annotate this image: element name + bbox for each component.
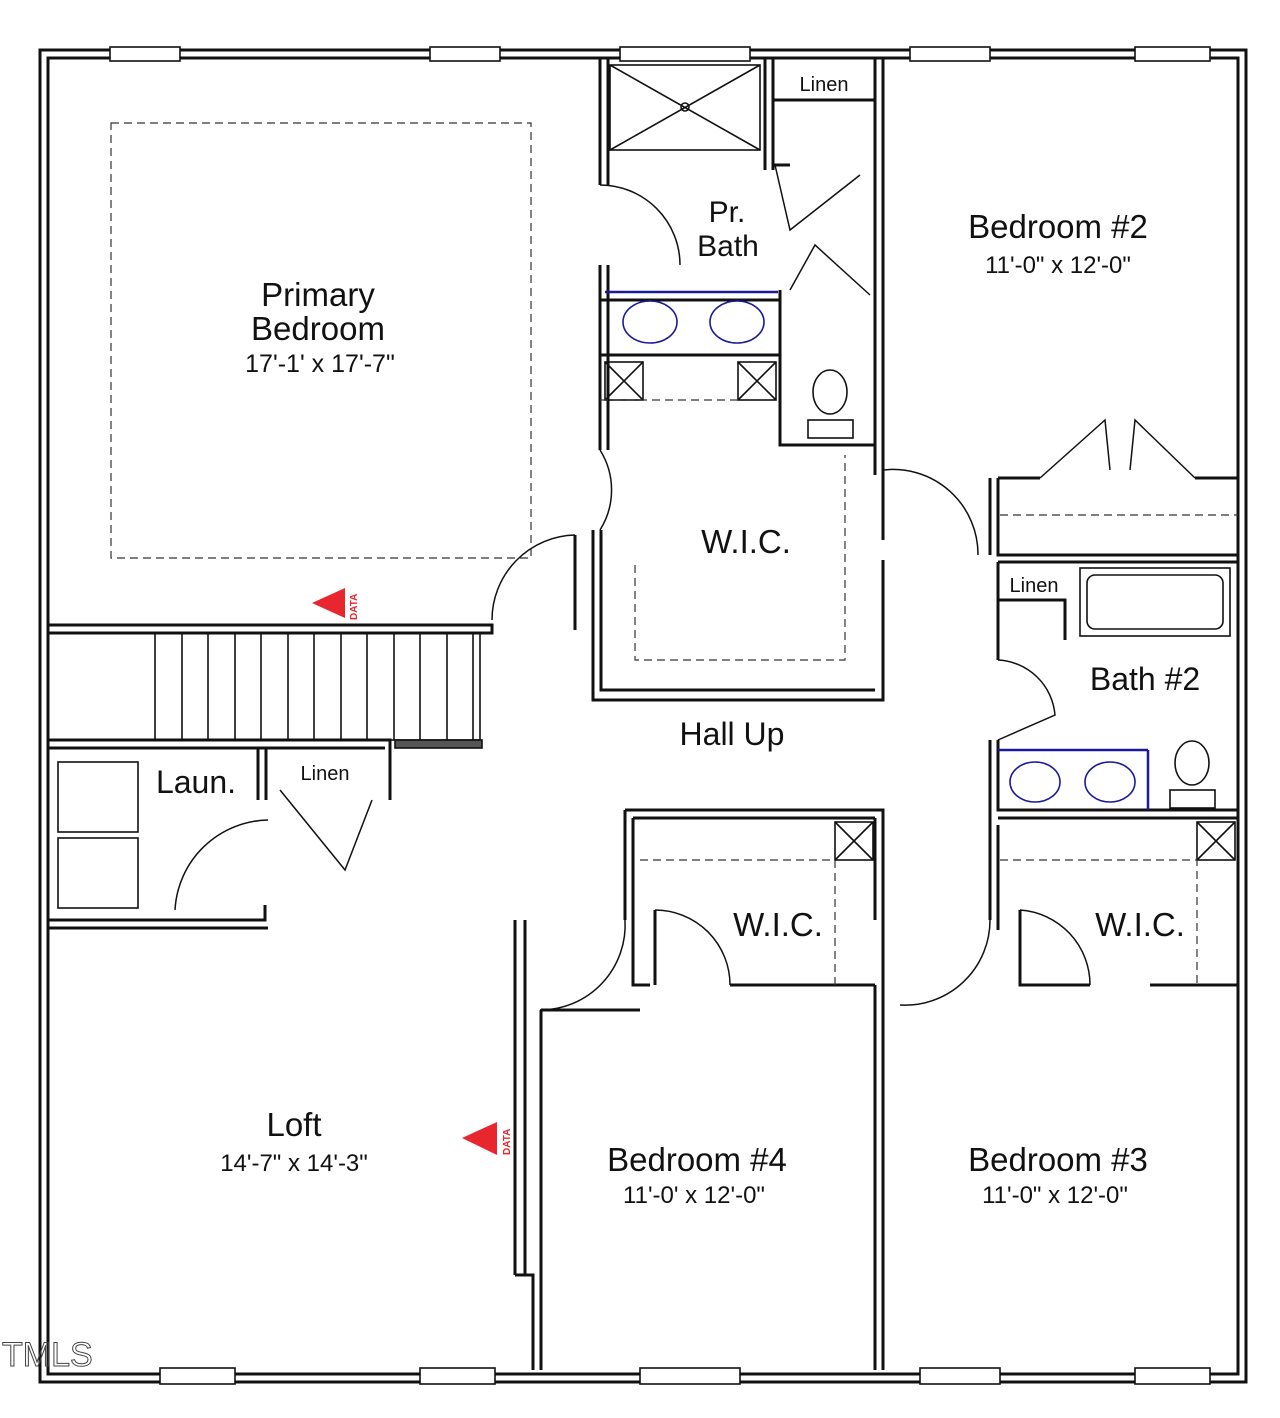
wic-bed4-label: W.I.C. [733, 906, 823, 943]
sinks [605, 290, 1150, 810]
bedroom4-dims: 11'-0' x 12'-0" [623, 1182, 765, 1209]
pr-bath-label-2: Bath [697, 230, 759, 263]
svg-text:DATA: DATA [349, 594, 360, 620]
hall-label: Hall Up [680, 716, 785, 752]
door-swings [174, 164, 1196, 1011]
svg-text:DATA: DATA [502, 1129, 513, 1155]
bedroom2-dims: 11'-0" x 12'-0" [985, 252, 1131, 279]
stairs [47, 632, 483, 749]
watermark: TMLS [2, 1336, 93, 1374]
toilets [807, 369, 1216, 809]
data-marker-loft: DATA [462, 1122, 513, 1155]
tray-ceiling-outline [110, 122, 532, 559]
bedroom3-dims: 11'-0" x 12'-0" [982, 1182, 1128, 1209]
linen-laundry-label: Linen [301, 763, 350, 785]
loft-dims: 14'-7" x 14'-3" [220, 1150, 368, 1177]
linen-bath2-label: Linen [1010, 575, 1059, 597]
bedroom4-label: Bedroom #4 [607, 1141, 787, 1178]
primary-bedroom-label-2: Bedroom [251, 310, 385, 347]
bath2-label: Bath #2 [1090, 661, 1200, 697]
bedroom3-label: Bedroom #3 [968, 1141, 1148, 1178]
bathtub [1079, 567, 1231, 637]
closet-shelves [600, 399, 1238, 985]
primary-bedroom-dims: 17'-1' x 17'-7" [245, 350, 395, 378]
primary-bedroom-label: Primary [261, 276, 375, 313]
loft-label: Loft [266, 1106, 321, 1143]
cabinets [57, 361, 1236, 909]
wic-bed3-label: W.I.C. [1095, 906, 1185, 943]
exterior-walls [38, 46, 1248, 1385]
wic-primary-label: W.I.C. [701, 523, 791, 560]
bedroom2-label: Bedroom #2 [968, 208, 1148, 245]
linen-label: Linen [800, 74, 849, 96]
laundry-label: Laun. [156, 764, 236, 800]
shower [609, 64, 761, 151]
pr-bath-label: Pr. [709, 196, 746, 229]
data-marker-primary: DATA [312, 588, 360, 620]
